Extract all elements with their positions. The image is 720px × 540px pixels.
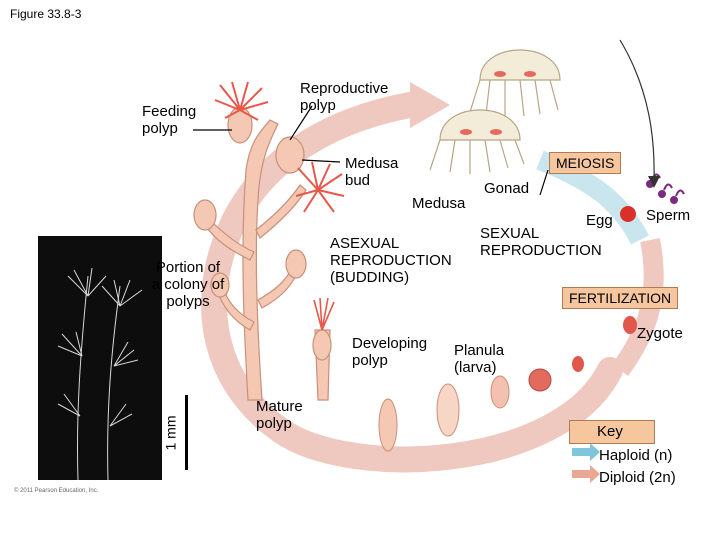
medusa-figure-top xyxy=(469,49,561,117)
fertilization-label: FERTILIZATION xyxy=(562,287,679,309)
medusa-bud-label: Medusa bud xyxy=(345,155,399,189)
zygote-figure xyxy=(572,356,584,372)
developing-polyp-label: Developing polyp xyxy=(352,335,428,369)
portion-colony-label: Portion of a colony of polyps xyxy=(151,259,225,310)
reproductive-polyp-label: Reproductive polyp xyxy=(300,80,389,114)
medusa-figure-middle xyxy=(429,109,525,174)
sexual-reproduction-label: SEXUAL REPRODUCTION xyxy=(480,225,602,259)
key-haploid-label: Haploid (n) xyxy=(599,447,673,464)
developing-polyp-figure xyxy=(312,329,332,401)
meiosis-label: MEIOSIS xyxy=(549,152,622,174)
reproductive-polyp-tentacles xyxy=(295,161,345,213)
blastula-figure xyxy=(528,368,552,392)
young-polyp-figure xyxy=(378,398,398,452)
planula-figure xyxy=(436,383,460,437)
diploid-key-arrow xyxy=(572,465,600,483)
key-title: Key xyxy=(597,423,623,440)
medusa-label: Medusa xyxy=(412,195,466,212)
zygote-label: Zygote xyxy=(637,325,683,342)
planula-label: Planula (larva) xyxy=(454,342,505,376)
key-box xyxy=(569,420,655,444)
key-diploid-label: Diploid (2n) xyxy=(599,469,676,486)
feeding-polyp-tentacles xyxy=(214,81,269,121)
planula-small-figure xyxy=(490,375,510,409)
diploid-arrowhead-top xyxy=(410,82,450,128)
figure-label: Figure 33.8-3 xyxy=(10,7,82,21)
leader-lines xyxy=(193,105,549,196)
egg-label: Egg xyxy=(586,212,613,229)
haploid-key-arrow xyxy=(572,443,600,461)
asexual-reproduction-label: ASEXUAL REPRODUCTION (BUDDING) xyxy=(330,235,452,286)
feeding-polyp-label: Feeding polyp xyxy=(142,103,197,137)
colony-photo xyxy=(38,236,162,481)
medusa-to-gamete-arrow xyxy=(619,39,655,181)
gonad-label: Gonad xyxy=(484,180,530,197)
fertilized-egg-figure xyxy=(623,316,637,334)
gonad-marks xyxy=(460,71,536,135)
polyp-colony xyxy=(193,106,307,401)
scale-label: 1 mm xyxy=(162,415,179,451)
copyright-notice: © 2011 Pearson Education, Inc. xyxy=(14,488,99,494)
egg-figure xyxy=(620,206,636,222)
sperm-label: Sperm xyxy=(646,207,691,224)
developing-polyp-tentacles xyxy=(313,297,335,331)
mature-polyp-label: Mature polyp xyxy=(256,398,303,432)
scale-bar xyxy=(185,395,188,470)
